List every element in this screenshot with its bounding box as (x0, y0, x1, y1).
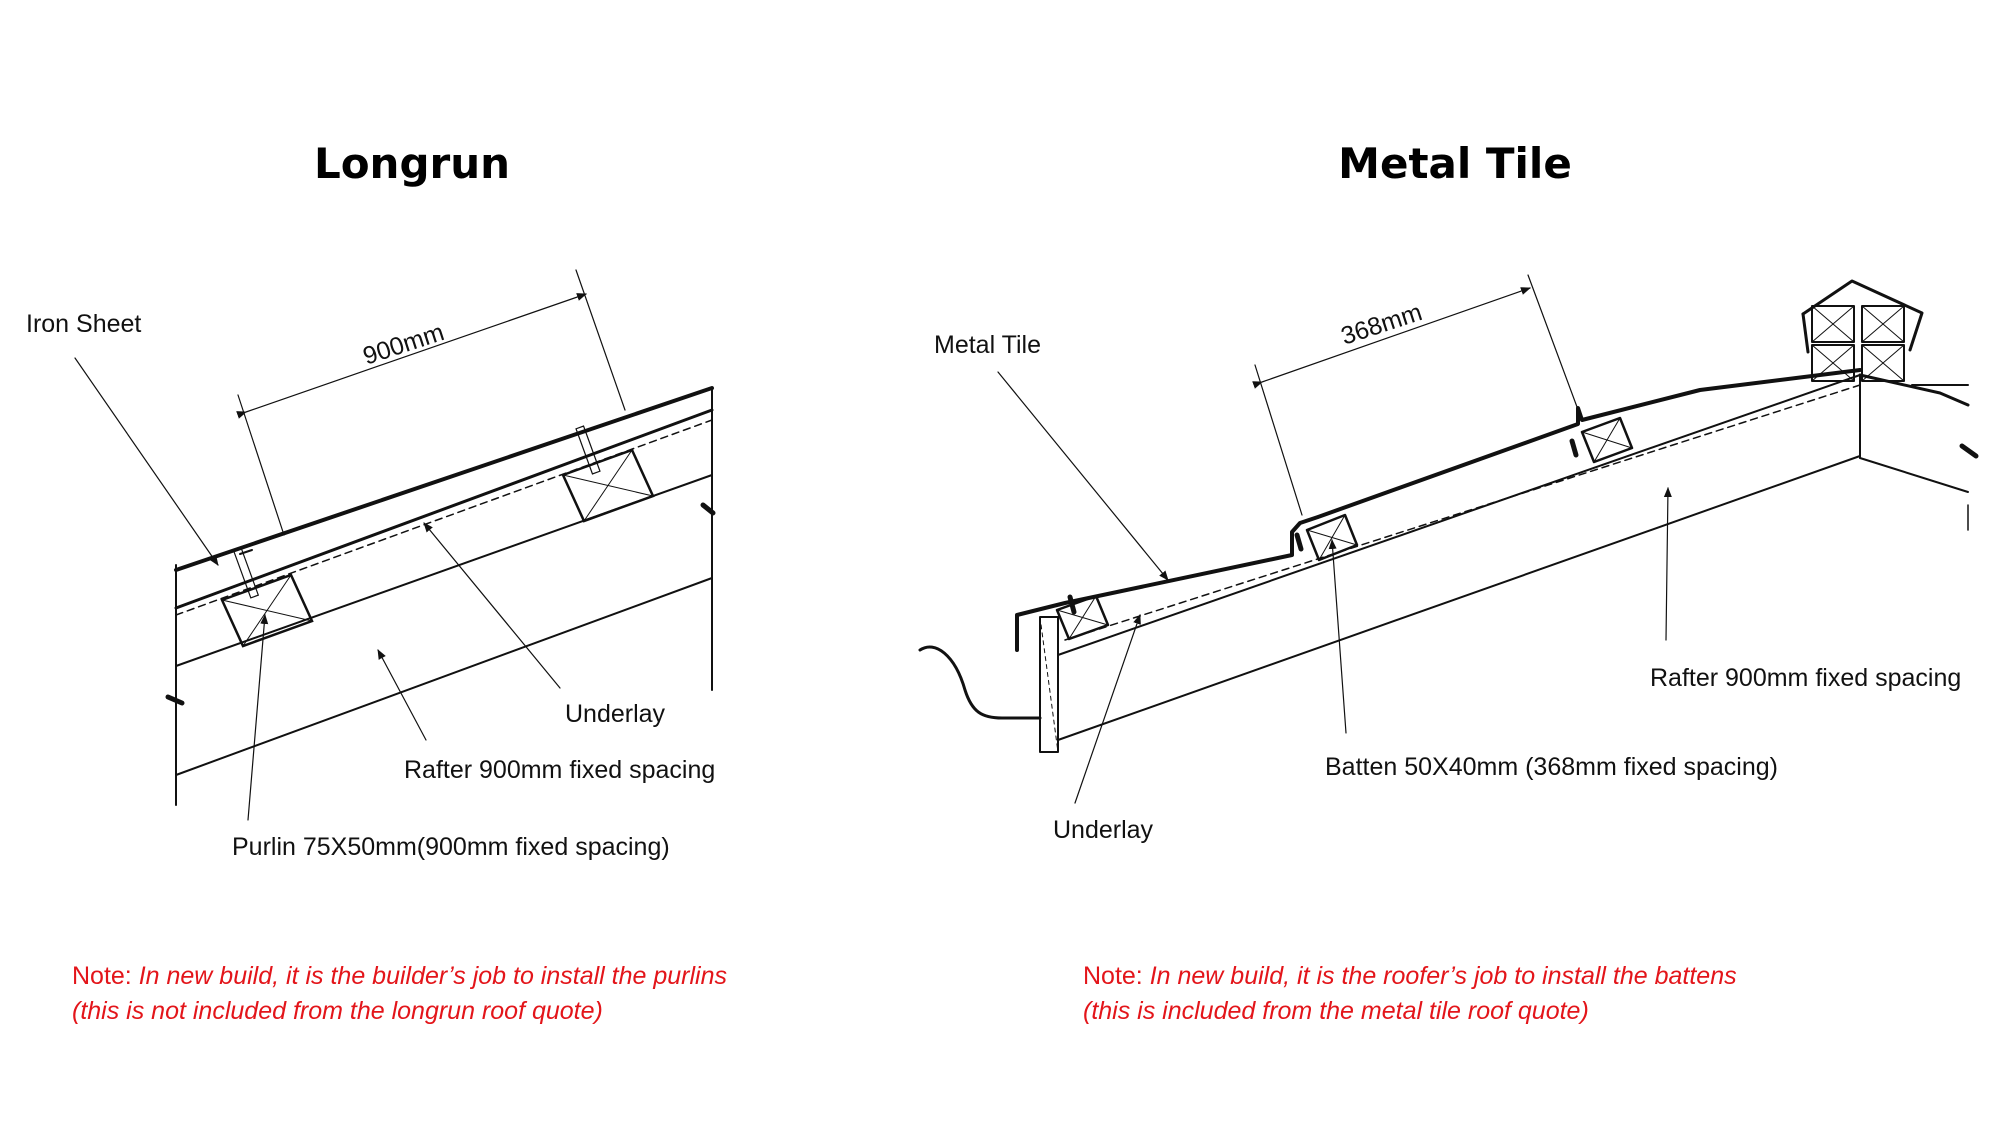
label-iron-sheet: Iron Sheet (26, 310, 141, 338)
label-underlay-left: Underlay (565, 700, 666, 728)
longrun-note: Note: In new build, it is the builder’s … (72, 959, 727, 1029)
batten-1 (1055, 594, 1110, 641)
ridge-cap (1801, 279, 1924, 382)
underlay-line-right (1064, 384, 1861, 641)
batten-2 (1294, 513, 1359, 562)
metal-tile-drawing (918, 274, 1979, 804)
note-line-2: (this is included from the metal tile ro… (1083, 997, 1589, 1025)
label-rafter-right: Rafter 900mm fixed spacing (1650, 664, 1961, 692)
label-rafter-left: Rafter 900mm fixed spacing (404, 756, 715, 784)
note-line-2: (this is not included from the longrun r… (72, 997, 603, 1025)
gutter (918, 645, 1042, 720)
longrun-title: Longrun (314, 139, 510, 188)
batten-3 (1569, 416, 1634, 464)
rafter-top (1057, 374, 1861, 656)
longrun-dimension: 900mm (360, 318, 448, 370)
metal-tile-title: Metal Tile (1338, 139, 1572, 188)
purlin-2 (561, 425, 655, 523)
note-prefix: Note: (72, 962, 139, 990)
label-metal-tile: Metal Tile (934, 331, 1041, 359)
fascia (1039, 616, 1059, 753)
label-purlin: Purlin 75X50mm(900mm fixed spacing) (232, 833, 670, 861)
metal-tile-dimension: 368mm (1338, 298, 1426, 350)
metal-tile-profile (1015, 368, 1862, 652)
note-line-1: In new build, it is the roofer’s job to … (1149, 962, 1737, 990)
longrun-drawing (74, 269, 716, 821)
note-line-1: In new build, it is the builder’s job to… (138, 962, 727, 990)
metal-tile-note: Note: In new build, it is the roofer’s j… (1083, 959, 1737, 1029)
iron-sheet (174, 386, 714, 572)
purlin-1 (220, 547, 314, 648)
note-prefix: Note: (1083, 962, 1150, 990)
label-underlay-right: Underlay (1053, 816, 1154, 844)
label-batten: Batten 50X40mm (368mm fixed spacing) (1325, 753, 1778, 781)
